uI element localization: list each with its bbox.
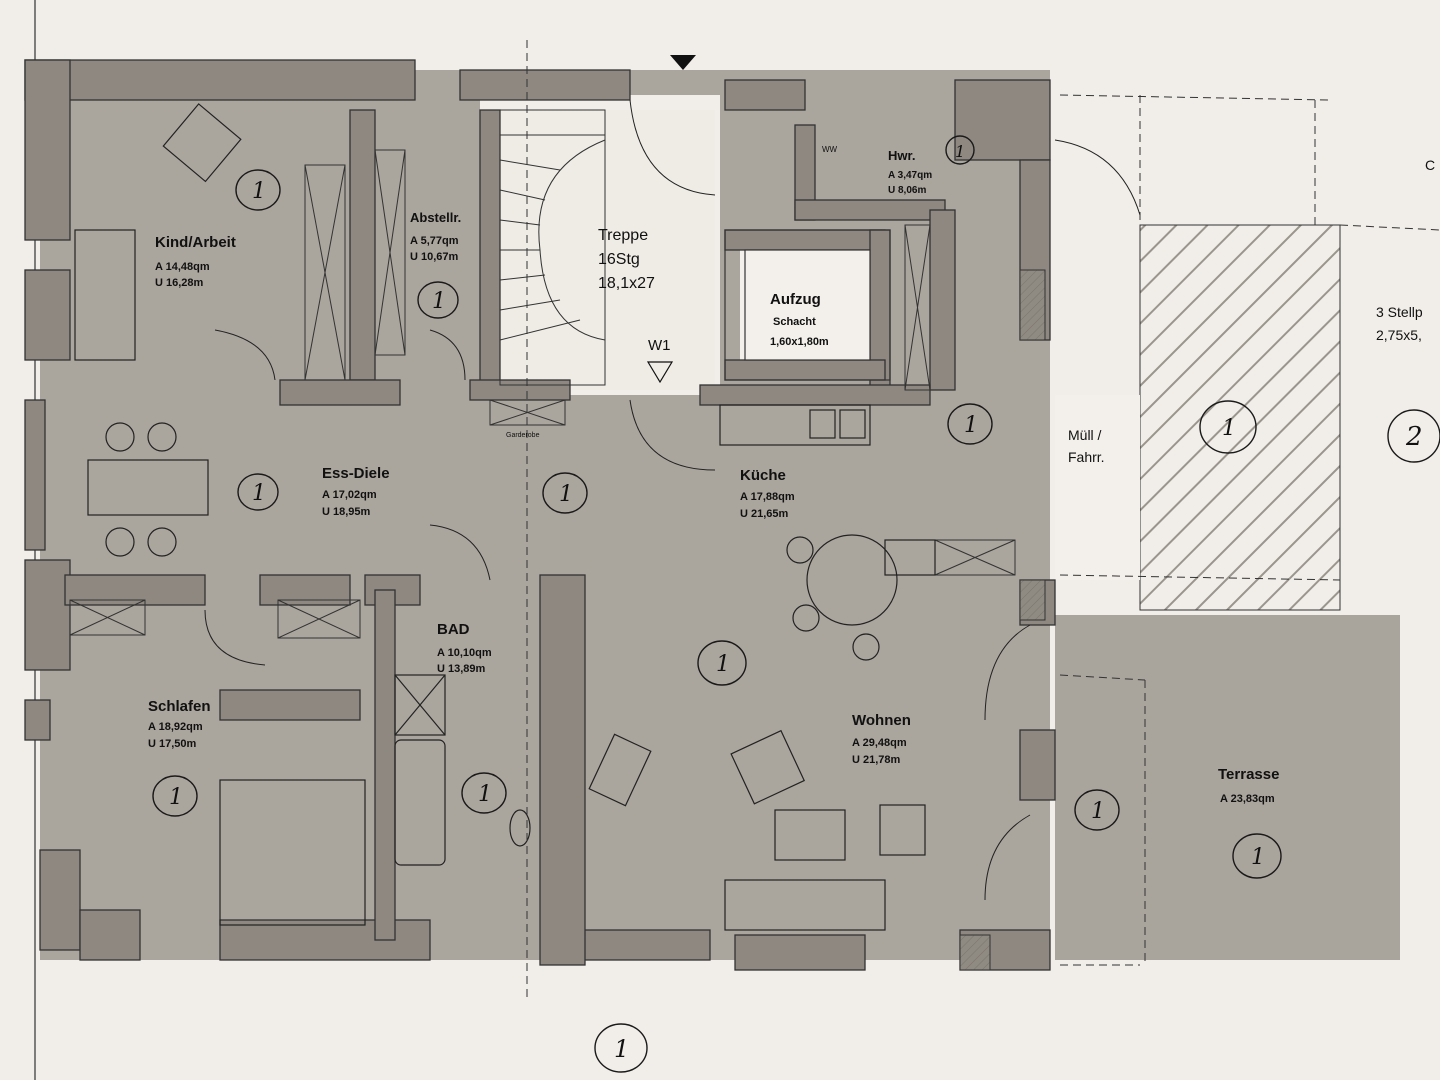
wall-hatch-right-lower	[1019, 579, 1046, 621]
parking-hatch	[1140, 225, 1340, 610]
marker-1-text: 1	[169, 785, 183, 810]
room-name-bad: BAD	[437, 621, 470, 638]
room-perimeter-schlafen: U 17,50m	[148, 738, 197, 750]
room-name-hwr: Hwr.	[888, 148, 915, 163]
stellplatz-size: 2,75x5,	[1376, 327, 1422, 343]
marker-1-text: 1	[1222, 416, 1236, 441]
room-perimeter-essdiele: U 18,95m	[322, 506, 371, 518]
room-area-abstell: A 5,77qm	[410, 235, 459, 247]
room-name-treppe: Treppe	[598, 227, 648, 244]
room-perimeter-hwr: U 8,06m	[888, 185, 926, 196]
marker-1-text: 1	[614, 1035, 629, 1063]
aufzug-size: 1,60x1,80m	[770, 336, 829, 348]
kitchen-table	[786, 534, 898, 661]
w1-marker	[646, 361, 674, 384]
garderobe-label: Garderobe	[506, 432, 540, 439]
room-area-terrasse: A 23,83qm	[1220, 793, 1275, 805]
wall-hatch-right	[1019, 269, 1046, 341]
room-name-muell: Müll /	[1068, 427, 1102, 443]
stair-steps: 16Stg	[598, 251, 640, 268]
marker-1-text: 1	[955, 142, 965, 161]
marker-1-text: 1	[964, 413, 978, 438]
dashed-lines	[526, 40, 1440, 1000]
corner-label: C	[1425, 157, 1435, 173]
marker-1-text: 1	[559, 482, 573, 507]
room-area-wohnen: A 29,48qm	[852, 737, 907, 749]
bathroom-fixtures	[394, 674, 531, 866]
marker-1-text: 1	[1091, 799, 1105, 824]
room-area-kind: A 14,48qm	[155, 261, 210, 273]
marker-1-text: 1	[432, 289, 446, 314]
room-area-bad: A 10,10qm	[437, 647, 492, 659]
kitchen-counter	[719, 404, 936, 576]
room-name-abstell: Abstellr.	[410, 210, 461, 225]
room-name-fahrr: Fahrr.	[1068, 449, 1105, 465]
room-perimeter-abstell: U 10,67m	[410, 251, 459, 263]
marker-1-text: 1	[252, 179, 266, 204]
room-name-aufzug: Aufzug	[770, 291, 821, 308]
circled-markers	[152, 135, 1440, 1073]
elevator-shaft	[724, 229, 891, 381]
room-perimeter-kueche: U 21,65m	[740, 508, 789, 520]
room-area-kueche: A 17,88qm	[740, 491, 795, 503]
muell-area	[1055, 395, 1140, 580]
marker-1-text: 1	[252, 481, 266, 506]
marker-1-text: 1	[478, 782, 492, 807]
room-perimeter-kind: U 16,28m	[155, 277, 204, 289]
stair-size: 18,1x27	[598, 275, 655, 292]
living-furniture	[74, 103, 926, 931]
entrance-marker	[670, 55, 696, 70]
ww-label: WW	[822, 145, 838, 154]
wardrobe-units	[69, 149, 1016, 639]
marker-1-text: 1	[1251, 845, 1265, 870]
walls	[24, 59, 1056, 971]
room-labels: Kind/Arbeit A 14,48qm U 16,28m Abstellr.…	[148, 145, 1435, 805]
room-area-hwr: A 3,47qm	[888, 170, 932, 181]
stellplatz-name: 3 Stellp	[1376, 304, 1423, 320]
staircase	[499, 109, 606, 386]
room-name-kueche: Küche	[740, 467, 786, 484]
terrace-area	[1055, 615, 1400, 960]
room-perimeter-wohnen: U 21,78m	[852, 754, 901, 766]
w1-label: W1	[648, 337, 671, 354]
door-swings	[204, 99, 1141, 901]
room-perimeter-bad: U 13,89m	[437, 663, 486, 675]
aufzug-sub: Schacht	[773, 316, 816, 328]
marker-1-text: 1	[716, 652, 730, 677]
room-name-essdiele: Ess-Diele	[322, 465, 390, 482]
marker-2-text: 2	[1405, 422, 1423, 452]
room-name-terrasse: Terrasse	[1218, 766, 1279, 783]
room-name-wohnen: Wohnen	[852, 712, 911, 729]
room-name-schlafen: Schlafen	[148, 698, 211, 715]
dining-table	[87, 422, 209, 557]
room-area-essdiele: A 17,02qm	[322, 489, 377, 501]
circled-marker-labels: 1 1 1 1 1 1 1 1 1 1 1 1 2 1	[169, 142, 1423, 1063]
room-area-schlafen: A 18,92qm	[148, 721, 203, 733]
room-name-kind: Kind/Arbeit	[155, 234, 236, 251]
